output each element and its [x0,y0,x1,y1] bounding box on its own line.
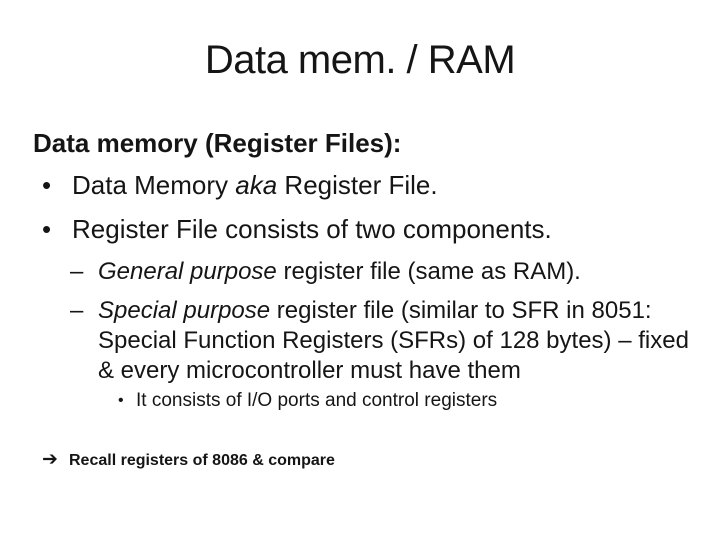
sub-bullet-text-italic: General purpose [98,258,277,285]
sub-bullet-item: – Special purpose register file (similar… [70,296,710,386]
dash-bullet-icon: – [70,297,84,324]
sub-bullet-line-1-italic: Special purpose [98,297,271,324]
sub-bullet-line-1-rest: register file (similar to SFR in 8051: [270,297,652,324]
sub-bullet-text: Special purpose register file (similar t… [70,296,710,386]
sub-sub-bullet-item: • It consists of I/O ports and control r… [118,389,698,412]
bullet-text-italic: aka [235,170,278,200]
sub-bullet-line-2: Special Function Registers (SFRs) of 128… [98,327,689,354]
section-heading: Data memory (Register Files): [33,128,402,158]
note-line: ➔ Recall registers of 8086 & compare [42,448,682,471]
sub-bullet-line-1: Special purpose register file (similar t… [98,296,710,326]
sub-bullet-item: – General purpose register file (same as… [70,257,710,287]
bullet-dot-icon: • [42,170,52,200]
arrow-right-icon: ➔ [42,448,58,470]
bullet-item: • Register File consists of two componen… [42,214,702,245]
bullet-text-post: Register File. [277,170,438,200]
bullet-item: • Data Memory aka Register File. [42,170,702,201]
bullet-dot-icon: • [42,214,52,244]
slide-title: Data mem. / RAM [204,38,516,82]
sub-bullet-text: General purpose register file (same as R… [70,257,710,287]
sub-bullet-text-rest: register file (same as RAM). [276,258,581,285]
dash-bullet-icon: – [70,258,84,285]
bullet-text: Data Memory aka Register File. [42,170,702,201]
note-text: Recall registers of 8086 & compare [69,452,335,469]
bullet-text: Register File consists of two components… [72,214,552,244]
sub-sub-bullet-text: It consists of I/O ports and control reg… [136,390,498,411]
bullet-text-pre: Data Memory [72,170,236,200]
sub-bullet-line-3: & every microcontroller must have them [98,357,521,384]
bullet-dot-icon: • [118,392,124,409]
